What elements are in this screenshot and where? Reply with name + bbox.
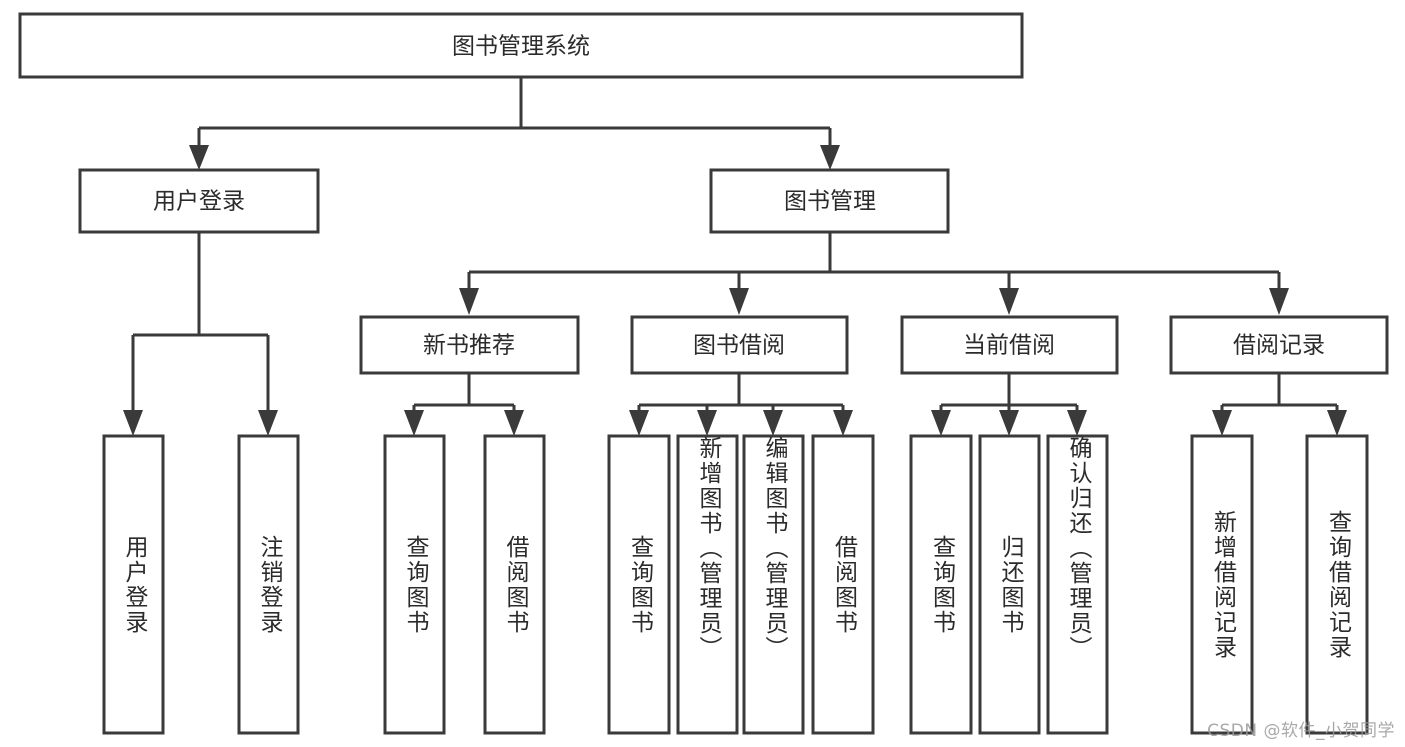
arrow-to-borrow-book-1 xyxy=(504,410,524,436)
arrow-to-borrow-record xyxy=(1269,288,1289,315)
arrow-to-query-book-1 xyxy=(404,410,424,436)
node-book-manage[interactable]: 图书管理 xyxy=(709,168,950,234)
node-confirm-return-box[interactable] xyxy=(1046,434,1109,735)
node-user-login-box[interactable] xyxy=(78,168,320,234)
node-return-book-box[interactable] xyxy=(978,434,1041,735)
node-layer: 图书管理系统 用户登录 图书管理 新书推荐 图书借阅 xyxy=(18,12,1389,735)
node-add-book-box[interactable] xyxy=(676,434,739,735)
node-query-book-1-box[interactable] xyxy=(383,434,446,735)
node-borrow-record-box[interactable] xyxy=(1169,315,1389,375)
node-borrow-record[interactable]: 借阅记录 xyxy=(1169,315,1389,375)
arrow-to-user-logout xyxy=(258,410,278,436)
arrow-root-to-user-login xyxy=(189,145,209,170)
node-book-manage-label: 图书管理 xyxy=(784,189,876,215)
arrow-to-edit-book xyxy=(763,410,783,436)
node-book-manage-box[interactable] xyxy=(709,168,950,234)
arrow-to-query-book-2 xyxy=(629,410,649,436)
node-user-login-label: 用户登录 xyxy=(153,189,245,215)
node-new-book-rec-box[interactable] xyxy=(359,315,580,375)
node-current-borrow-label: 当前借阅 xyxy=(963,333,1055,359)
arrow-root-to-book-manage xyxy=(820,145,840,170)
arrow-to-add-book xyxy=(697,410,717,436)
node-query-record-box[interactable] xyxy=(1305,434,1369,735)
arrow-to-new-book-rec xyxy=(459,288,479,315)
node-new-book-rec-label: 新书推荐 xyxy=(423,333,515,359)
arrow-to-user-login-do xyxy=(123,410,143,436)
node-edit-book-box[interactable] xyxy=(742,434,805,735)
node-current-borrow-box[interactable] xyxy=(900,315,1119,375)
arrow-to-borrow-book-2 xyxy=(833,410,853,436)
node-query-book-2-box[interactable] xyxy=(607,434,671,735)
node-book-borrow[interactable]: 图书借阅 xyxy=(630,315,849,375)
csdn-watermark: CSDN @软件_小贺同学 xyxy=(1207,721,1395,741)
node-user-login-do-box[interactable] xyxy=(102,434,165,735)
node-root[interactable]: 图书管理系统 xyxy=(18,12,1024,79)
node-root-box[interactable] xyxy=(18,12,1024,79)
arrow-to-confirm-return xyxy=(1067,410,1087,436)
node-book-borrow-label: 图书借阅 xyxy=(693,333,785,359)
node-borrow-book-1-box[interactable] xyxy=(483,434,546,735)
node-user-login[interactable]: 用户登录 xyxy=(78,168,320,234)
node-new-book-rec[interactable]: 新书推荐 xyxy=(359,315,580,375)
arrow-to-query-book-3 xyxy=(931,410,951,436)
connector-layer xyxy=(123,77,1347,436)
arrow-to-add-record xyxy=(1212,410,1232,436)
node-borrow-record-label: 借阅记录 xyxy=(1233,333,1325,359)
node-current-borrow[interactable]: 当前借阅 xyxy=(900,315,1119,375)
node-borrow-book-2-box[interactable] xyxy=(811,434,875,735)
node-add-record-box[interactable] xyxy=(1190,434,1254,735)
arrow-to-return-book xyxy=(999,410,1019,436)
arrow-to-book-borrow xyxy=(729,288,749,315)
arrow-to-current-borrow xyxy=(999,288,1019,315)
node-book-borrow-box[interactable] xyxy=(630,315,849,375)
node-user-logout-box[interactable] xyxy=(237,434,300,735)
arrow-to-query-record xyxy=(1327,410,1347,436)
node-root-label: 图书管理系统 xyxy=(452,34,590,60)
node-query-book-3-box[interactable] xyxy=(909,434,973,735)
